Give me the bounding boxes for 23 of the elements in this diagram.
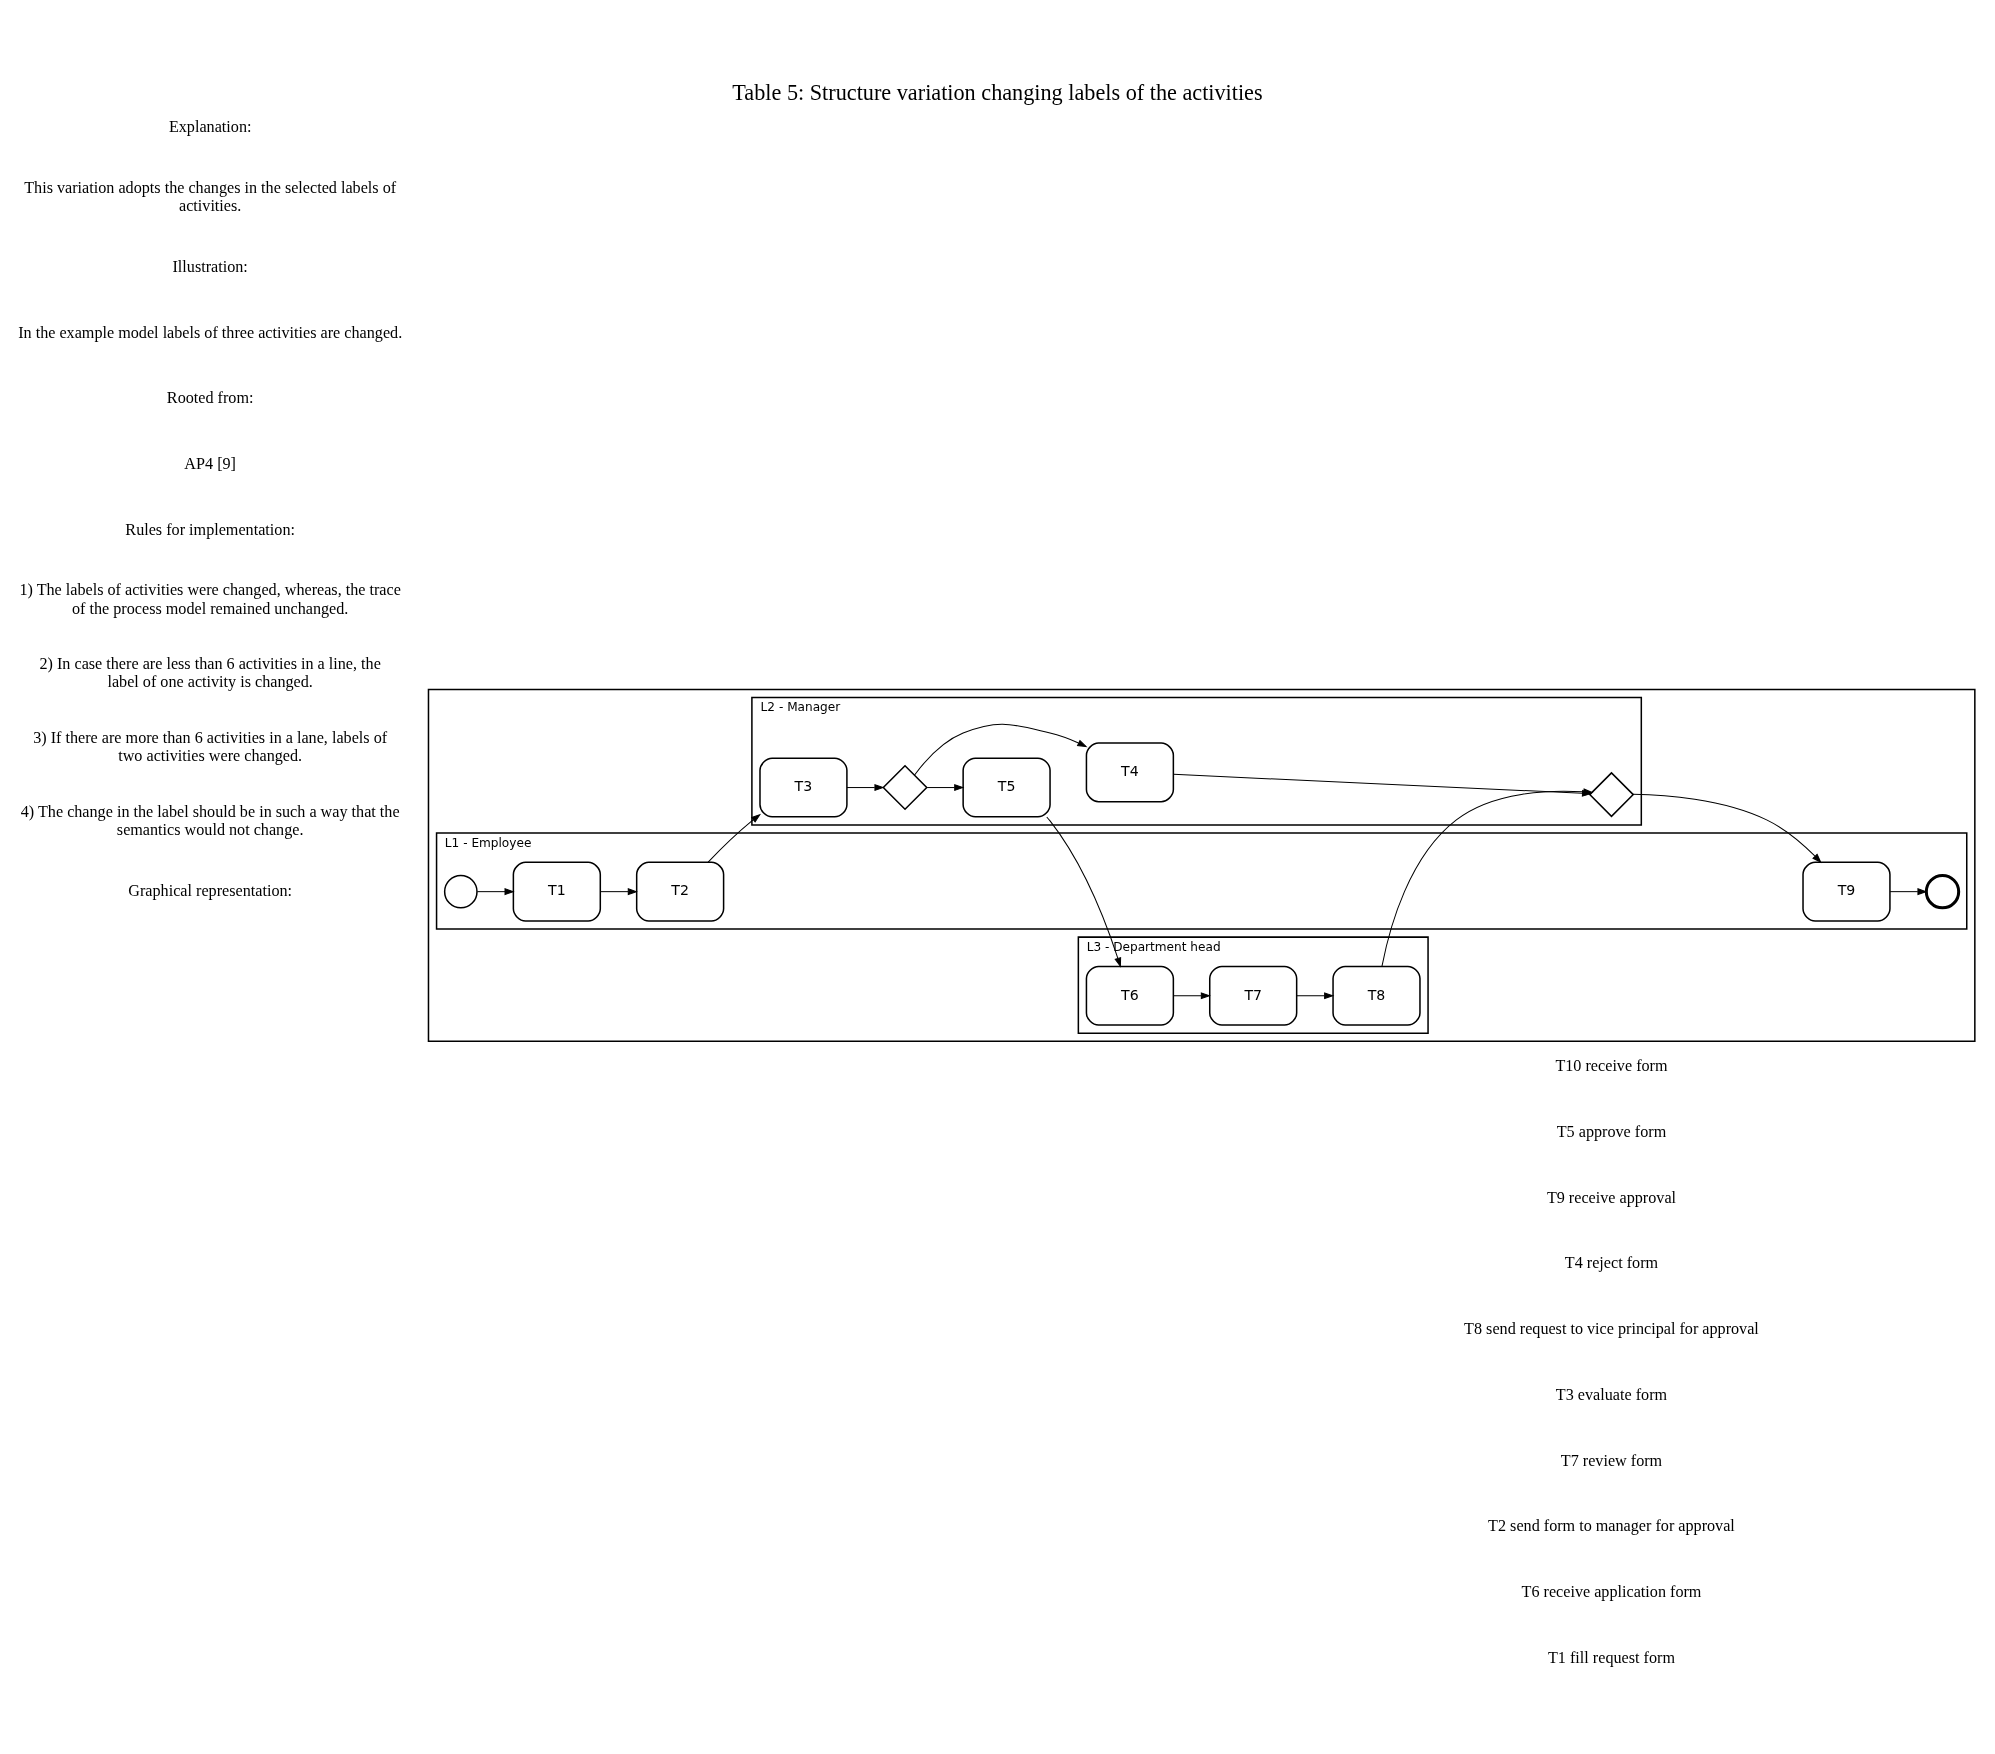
label: T10 receive form	[1555, 1056, 1668, 1074]
label: T7 review form	[1560, 1451, 1663, 1469]
label: 3) If there are more than 6 activities in a lane, labels of two activities were changed.	[33, 728, 388, 764]
diagram-title: Table 5: Structure variation changing labels of the activities	[732, 79, 1263, 105]
label: T5 approve form	[1556, 1122, 1667, 1140]
label: Graphical representation:	[128, 880, 293, 898]
label: AP4 [9]	[184, 454, 236, 472]
label: T1 fill request form	[1548, 1648, 1675, 1666]
label: Rules for implementation:	[125, 520, 295, 538]
label: Rooted from:	[166, 388, 254, 406]
label: T4 reject form	[1564, 1253, 1659, 1271]
label: T6 receive application form	[1521, 1582, 1702, 1600]
label: T2 send form to manager for approval	[1488, 1516, 1735, 1534]
label: 2) In case there are less than 6 activities in a line, the label of one activity is changed.	[39, 654, 381, 690]
label: T8 send request to vice principal for approval	[1464, 1319, 1759, 1337]
label: 4) The change in the label should be in such a way that the semantics would not change.	[20, 802, 400, 838]
label: Illustration:	[172, 257, 248, 275]
label: 1) The labels of activities were changed, whereas, the trace of the process model remained unchanged.	[19, 580, 401, 617]
label: Explanation:	[168, 117, 252, 135]
label: T3 evaluate form	[1555, 1385, 1668, 1403]
label: In the example model labels of three activities are changed.	[18, 323, 403, 341]
label: This variation adopts the changes in the selected labels of activities.	[24, 178, 397, 214]
label: T9 receive approval	[1546, 1188, 1677, 1206]
